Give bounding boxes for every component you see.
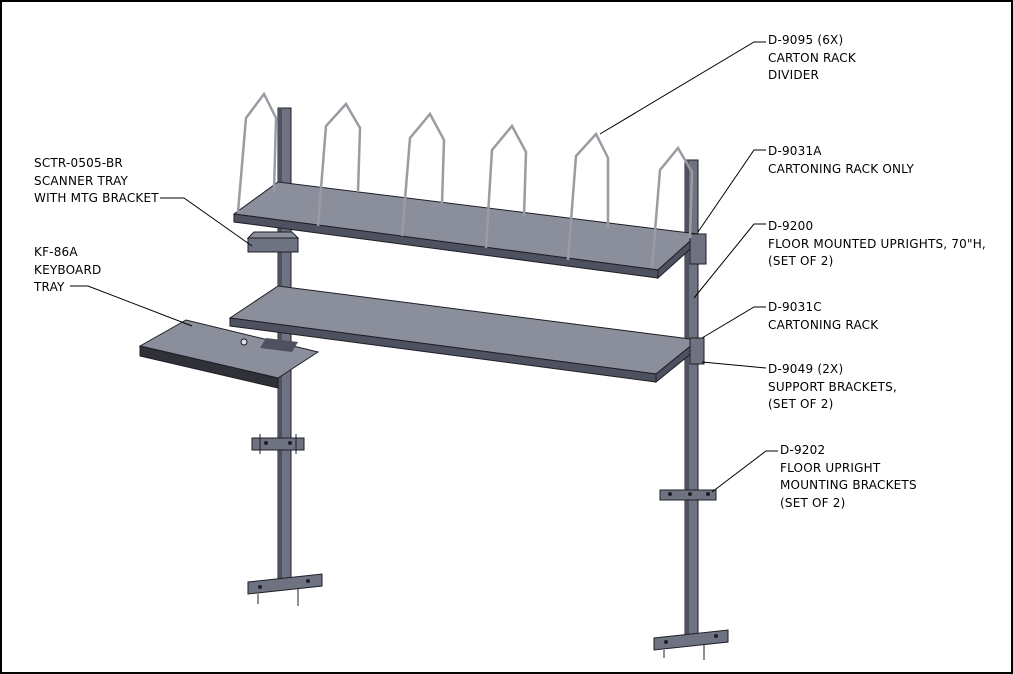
- callout-line: WITH MTG BRACKET: [34, 191, 159, 205]
- carton-dividers: [236, 91, 694, 269]
- lower-shelf: [228, 285, 705, 384]
- callout-line: CARTON RACK: [768, 50, 856, 65]
- callout-line: D-9031A: [768, 144, 822, 158]
- callout-line: CARTONING RACK ONLY: [768, 161, 914, 176]
- left-mid-bracket: [251, 434, 305, 454]
- callout-line: FLOOR UPRIGHT: [780, 460, 881, 475]
- leader-lines: [70, 41, 778, 493]
- scanner-tray: [246, 231, 300, 253]
- callout-line: KEYBOARD: [34, 262, 102, 277]
- callout-line: SCTR-0505-BR: [34, 156, 123, 170]
- callout-line: (SET OF 2): [768, 397, 834, 411]
- callout-line: DIVIDER: [768, 68, 820, 82]
- callout-cartoning-rack: D-9031C CARTONING RACK: [768, 299, 878, 334]
- callout-support-brackets: D-9049 (2X) SUPPORT BRACKETS, (SET OF 2): [768, 361, 897, 414]
- callout-line: CARTONING RACK: [768, 317, 879, 332]
- keyboard-tray: [138, 319, 320, 389]
- callout-line: D-9202: [780, 443, 826, 457]
- callout-line: D-9095 (6X): [768, 33, 844, 47]
- right-upright: [653, 159, 729, 660]
- callout-line: KF-86A: [34, 245, 78, 259]
- callout-divider: D-9095 (6X) CARTON RACK DIVIDER: [768, 32, 856, 85]
- top-shelf: [232, 181, 707, 280]
- left-floor-plate: [247, 573, 323, 606]
- callout-line: FLOOR MOUNTED UPRIGHTS, 70"H,: [768, 236, 986, 251]
- callout-line: TRAY: [34, 280, 65, 294]
- callout-uprights: D-9200 FLOOR MOUNTED UPRIGHTS, 70"H, (SE…: [768, 218, 986, 271]
- callout-keyboard-tray: KF-86A KEYBOARD TRAY: [34, 244, 101, 297]
- right-mid-bracket: [659, 489, 717, 501]
- callout-line: D-9031C: [768, 300, 822, 314]
- callout-scanner-tray: SCTR-0505-BR SCANNER TRAY WITH MTG BRACK…: [34, 155, 159, 208]
- right-floor-plate: [653, 629, 729, 660]
- callout-line: D-9049 (2X): [768, 362, 844, 376]
- callout-line: SCANNER TRAY: [34, 173, 129, 188]
- callout-line: D-9200: [768, 219, 814, 233]
- callout-line: (SET OF 2): [780, 495, 846, 510]
- callout-mounting-brackets: D-9202 FLOOR UPRIGHT MOUNTING BRACKETS (…: [780, 442, 917, 512]
- callout-line: SUPPORT BRACKETS,: [768, 379, 898, 394]
- callout-line: (SET OF 2): [768, 254, 834, 268]
- callout-line: MOUNTING BRACKETS: [780, 478, 917, 492]
- callout-cartoning-rack-only: D-9031A CARTONING RACK ONLY: [768, 143, 914, 178]
